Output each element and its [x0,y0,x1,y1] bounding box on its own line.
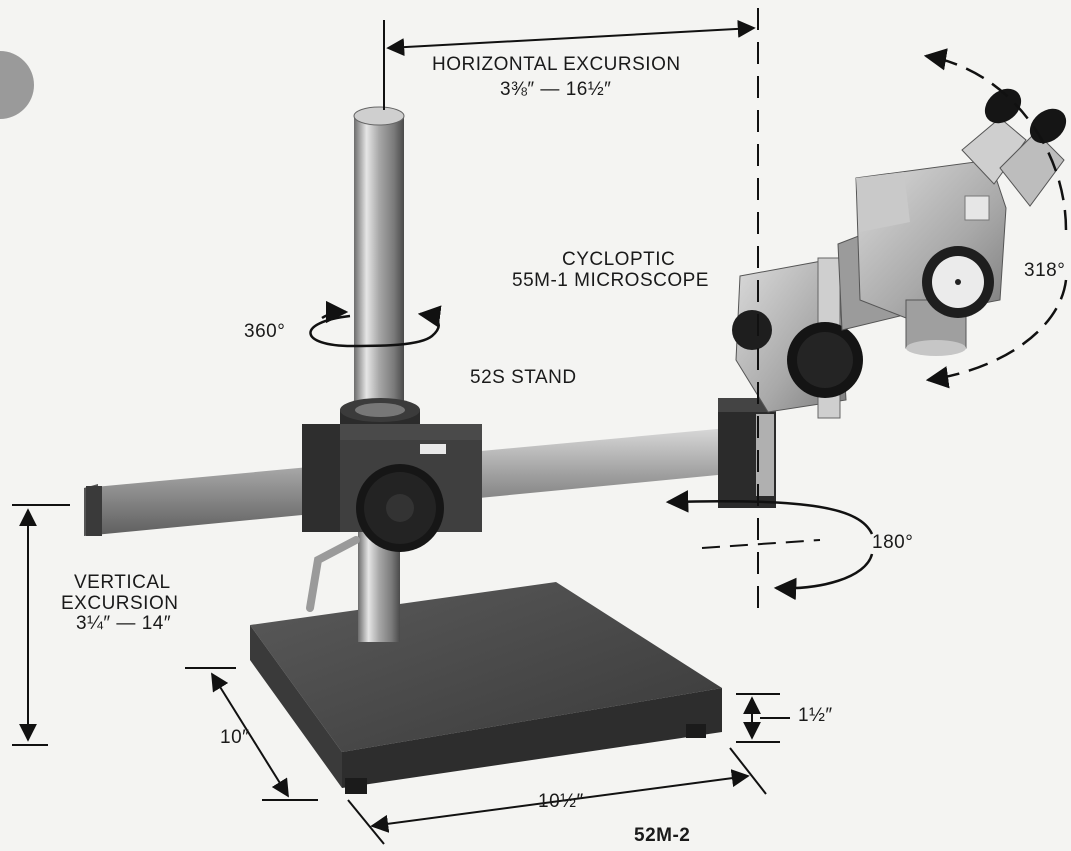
stand-label: 52S STAND [470,367,577,388]
post-upper [353,106,405,432]
arm-rotation-label: 180° [872,532,914,553]
vertical-excursion-line2: EXCURSION [61,593,179,614]
stand-base [250,582,722,794]
vertical-excursion-line1: VERTICAL [74,572,171,593]
horizontal-excursion-range: 3⅜″ — 16½″ [500,79,612,100]
base-depth-label: 10″ [220,727,250,748]
rotation-arrows [309,48,1068,601]
base-width-label: 10½″ [538,791,584,812]
microscope-head [732,88,1067,419]
head-rotation-label: 318° [1024,260,1066,281]
post-rotation-label: 360° [244,321,286,342]
model-number: 52M-2 [634,825,691,846]
dimension-lines [12,8,821,845]
horizontal-excursion-title: HORIZONTAL EXCURSION [432,54,681,75]
clamp-knob [356,464,444,552]
vertical-excursion-range: 3¼″ — 14″ [76,613,172,634]
microscope-label-line1: CYCLOPTIC [562,249,676,270]
lock-lever [306,536,360,612]
microscope-label-line2: 55M-1 MICROSCOPE [512,270,709,291]
base-height-label: 1½″ [798,705,833,726]
arm-end-holder [718,398,776,508]
page-tab-circle [0,51,34,119]
